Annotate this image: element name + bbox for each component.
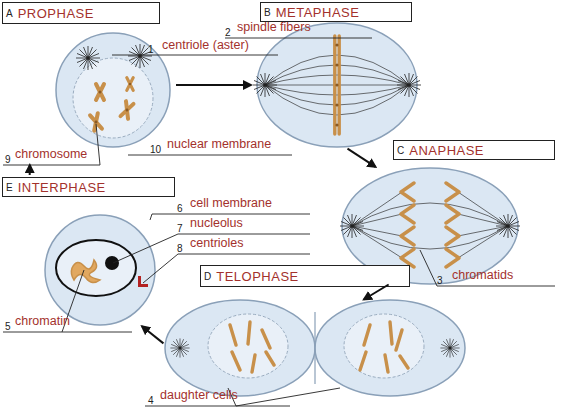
phase-node: DTELOPHASE (165, 300, 465, 395)
callout-number: 2 (225, 27, 231, 38)
phase-letter: C (397, 145, 404, 156)
phase-arrow (29, 165, 31, 175)
callout-number: 1 (148, 44, 154, 55)
phase-arrow (364, 285, 389, 300)
telophase-cells (165, 300, 465, 396)
phase-arrow (142, 326, 163, 343)
phase-node: E INTERPHASE (2, 177, 175, 325)
callout-number: 10 (150, 144, 161, 155)
phase-name: ANAPHASE (409, 143, 484, 158)
interphase-cell (45, 215, 155, 325)
phase-letter: D (204, 271, 211, 282)
callout-number: 9 (5, 154, 11, 165)
part-label: nuclear membrane (167, 137, 271, 151)
phase-heading-box: A PROPHASE (2, 2, 160, 24)
phase-name: INTERPHASE (18, 180, 106, 195)
part-label: cell membrane (190, 196, 272, 210)
phase-heading-box: C ANAPHASE (393, 140, 555, 160)
callout-number: 3 (437, 275, 443, 286)
part-label: centriole (aster) (162, 38, 249, 52)
part-label: centrioles (190, 236, 244, 250)
phase-name: METAPHASE (276, 5, 360, 20)
part-label: nucleolus (190, 216, 243, 230)
part-label: daughter cells (160, 388, 238, 402)
part-label: chromatin (15, 314, 70, 328)
phase-letter: B (264, 7, 271, 18)
metaphase-cell (253, 23, 421, 147)
phase-heading-box: E INTERPHASE (2, 177, 175, 197)
callout-number: 6 (177, 203, 183, 214)
callout-number: 4 (148, 395, 154, 406)
phase-node: BMETAPHASE (257, 23, 417, 147)
phase-letter: A (6, 8, 13, 19)
prophase-cell (56, 33, 170, 147)
part-label: spindle fibers (237, 20, 311, 34)
phase-heading-box: B METAPHASE (260, 2, 412, 22)
phase-arrow (348, 149, 376, 167)
part-label: chromosome (15, 147, 87, 161)
part-label: chromatids (452, 268, 513, 282)
phase-node: A PROPHASE (2, 2, 170, 147)
leader-lines (3, 38, 555, 406)
phase-name: TELOPHASE (216, 269, 299, 284)
callout-number: 5 (5, 321, 11, 332)
phase-name: PROPHASE (18, 6, 94, 21)
phase-letter: E (6, 182, 13, 193)
phase-arrow (176, 84, 251, 86)
callout-number: 8 (177, 243, 183, 254)
phase-heading-box: D TELOPHASE (200, 265, 410, 287)
callout-number: 7 (177, 223, 183, 234)
